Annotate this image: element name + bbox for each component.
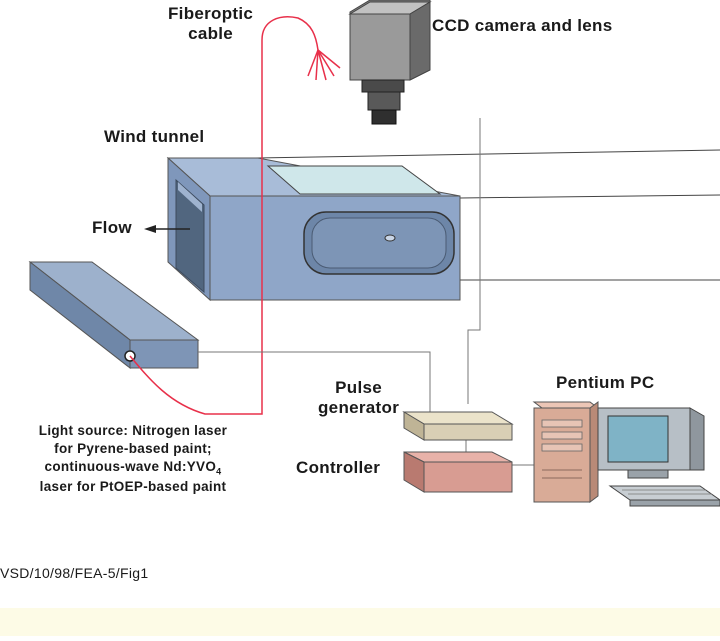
lens-ring-3 [371, 109, 397, 125]
light-source-line-1: Light source: Nitrogen laser [38, 423, 228, 438]
light-source-subscript: 4 [216, 467, 222, 478]
light-source-line-2: for Pyrene-based paint; [54, 441, 212, 457]
pulse-generator-box [402, 411, 514, 441]
camera-body [349, 13, 411, 81]
flow-label: Flow [92, 218, 132, 237]
ccd-camera [348, 0, 432, 125]
flow-arrow [144, 225, 190, 233]
footer-strip [0, 608, 720, 636]
signal-cables [198, 118, 540, 466]
light-source-line-3: continuous-wave Nd:YVO4 [10, 458, 256, 478]
test-model [384, 234, 396, 242]
fiberoptic-cable [129, 16, 341, 415]
wind-tunnel [166, 156, 461, 302]
wind-tunnel-label: Wind tunnel [104, 127, 205, 146]
top-window [266, 165, 442, 195]
laser-front [129, 339, 199, 369]
pc-monitor-screen [607, 415, 669, 463]
light-source-line-4: laser for PtOEP-based paint [39, 479, 227, 495]
light-source-caption: Light source: Nitrogen laser for Pyrene-… [10, 422, 256, 496]
pentium-pc [532, 401, 720, 507]
pentium-pc-label: Pentium PC [556, 373, 655, 392]
lens-ring-2 [367, 91, 401, 111]
fiberoptic-cable-label: Fiberoptic cable [168, 4, 254, 43]
figure-id-label: VSD/10/98/FEA-5/Fig1 [0, 565, 149, 581]
wind-tunnel-opening [175, 178, 205, 294]
laser-light-source [28, 260, 200, 370]
ccd-camera-label: CCD camera and lens [432, 16, 613, 35]
light-source-line-3-text: continuous-wave Nd:YVO [44, 459, 217, 475]
wind-tunnel-guide-lines [255, 149, 720, 281]
pulse-generator-label: Pulse generator [318, 378, 400, 417]
controller-label: Controller [296, 458, 381, 477]
pc-keyboard [608, 485, 720, 501]
lens-ring-1 [361, 79, 405, 93]
controller-box [403, 451, 513, 493]
